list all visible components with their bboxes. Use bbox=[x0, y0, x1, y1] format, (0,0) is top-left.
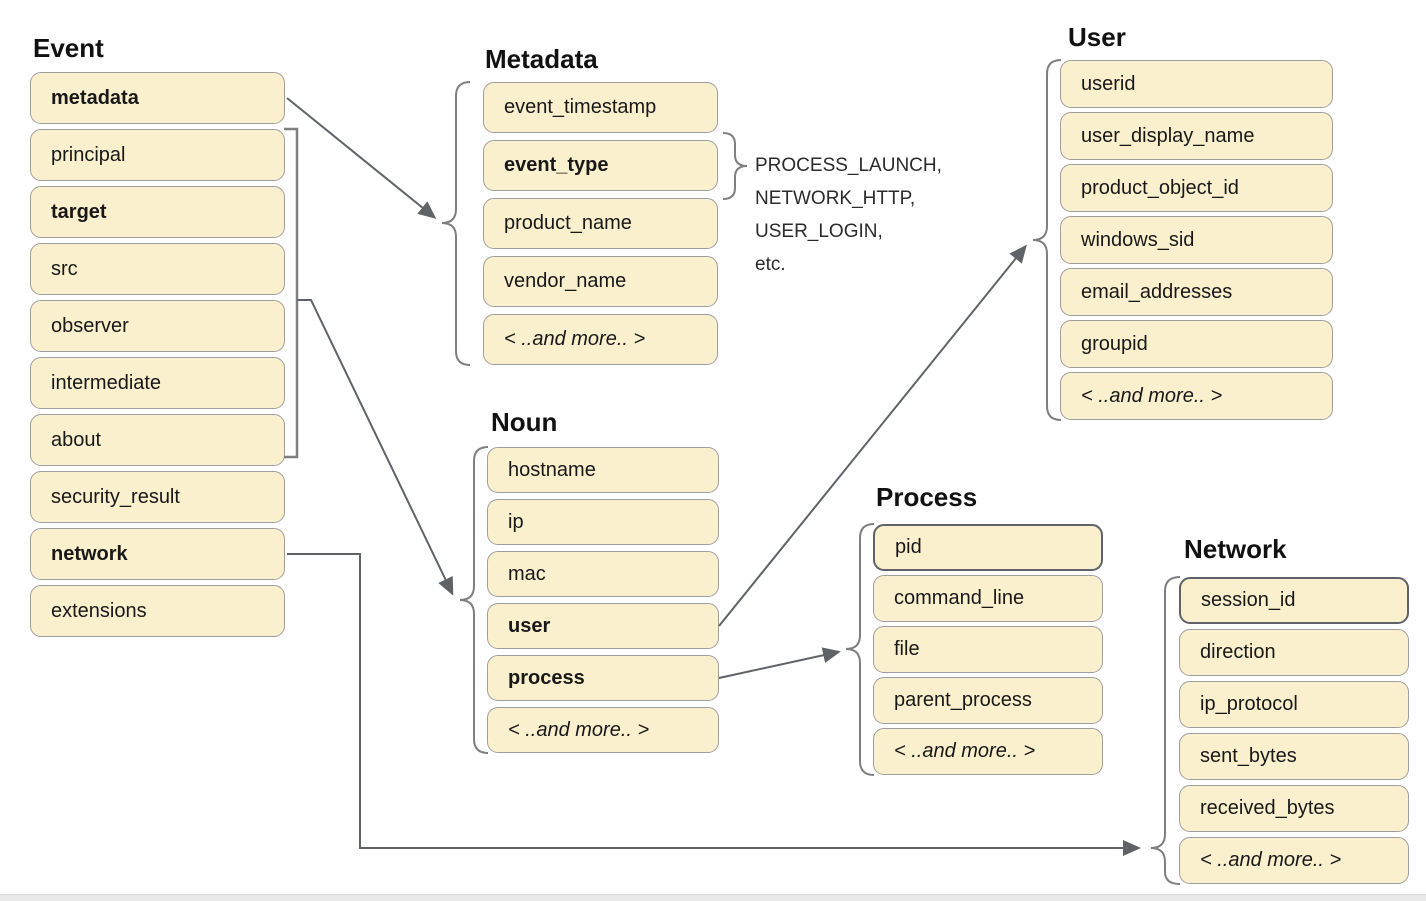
field-ip_protocol: ip_protocol bbox=[1179, 681, 1409, 728]
field-target: target bbox=[30, 186, 285, 238]
field-user_display_name: user_display_name bbox=[1060, 112, 1333, 160]
field-and-more: < ..and more.. > bbox=[487, 707, 719, 753]
field-groupid: groupid bbox=[1060, 320, 1333, 368]
field-windows_sid: windows_sid bbox=[1060, 216, 1333, 264]
field-observer: observer bbox=[30, 300, 285, 352]
event-noun-group-bracket bbox=[284, 127, 299, 459]
field-file: file bbox=[873, 626, 1103, 673]
field-direction: direction bbox=[1179, 629, 1409, 676]
metadata-group-title: Metadata bbox=[485, 44, 598, 74]
network-group-brace bbox=[1150, 576, 1181, 885]
field-session_id: session_id bbox=[1179, 577, 1409, 624]
field-command_line: command_line bbox=[873, 575, 1103, 622]
field-email_addresses: email_addresses bbox=[1060, 268, 1333, 316]
noun-group-brace bbox=[459, 446, 489, 754]
field-vendor_name: vendor_name bbox=[483, 256, 718, 307]
field-event_timestamp: event_timestamp bbox=[483, 82, 718, 133]
event-type-enum-line: USER_LOGIN, bbox=[755, 221, 883, 242]
field-network: network bbox=[30, 528, 285, 580]
arrow-event-bracket-to-noun-group bbox=[297, 299, 454, 596]
field-process: process bbox=[487, 655, 719, 701]
event-type-enum-line: PROCESS_LAUNCH, bbox=[755, 155, 942, 176]
arrow-process-to-process-group bbox=[718, 647, 841, 679]
field-and-more: < ..and more.. > bbox=[483, 314, 718, 365]
field-about: about bbox=[30, 414, 285, 466]
noun-group-title: Noun bbox=[491, 407, 558, 437]
field-product_name: product_name bbox=[483, 198, 718, 249]
field-parent_process: parent_process bbox=[873, 677, 1103, 724]
field-userid: userid bbox=[1060, 60, 1333, 108]
event-type-enum-line: etc. bbox=[755, 254, 786, 275]
user-group-brace bbox=[1032, 59, 1062, 421]
field-mac: mac bbox=[487, 551, 719, 597]
field-sent_bytes: sent_bytes bbox=[1179, 733, 1409, 780]
network-group-title: Network bbox=[1184, 534, 1287, 564]
arrow-metadata-to-metadata-group bbox=[286, 97, 437, 219]
field-metadata: metadata bbox=[30, 72, 285, 124]
event-group-title: Event bbox=[33, 33, 104, 63]
event-type-enum-brace bbox=[722, 132, 748, 200]
process-group-brace bbox=[845, 523, 875, 776]
field-pid: pid bbox=[873, 524, 1103, 571]
metadata-group-brace bbox=[441, 81, 471, 366]
event-type-enum-values: PROCESS_LAUNCH, NETWORK_HTTP, USER_LOGIN… bbox=[755, 149, 942, 281]
field-extensions: extensions bbox=[30, 585, 285, 637]
event-type-enum-line: NETWORK_HTTP, bbox=[755, 188, 916, 209]
user-group-title: User bbox=[1068, 22, 1126, 52]
field-src: src bbox=[30, 243, 285, 295]
field-event_type: event_type bbox=[483, 140, 718, 191]
field-product_object_id: product_object_id bbox=[1060, 164, 1333, 212]
field-received_bytes: received_bytes bbox=[1179, 785, 1409, 832]
network-field-list: session_id direction ip_protocol sent_bytes… bbox=[1179, 577, 1409, 884]
field-principal: principal bbox=[30, 129, 285, 181]
field-hostname: hostname bbox=[487, 447, 719, 493]
field-security_result: security_result bbox=[30, 471, 285, 523]
field-and-more: < ..and more.. > bbox=[1179, 837, 1409, 884]
field-intermediate: intermediate bbox=[30, 357, 285, 409]
process-group-title: Process bbox=[876, 482, 978, 512]
field-user: user bbox=[487, 603, 719, 649]
horizontal-scrollbar-track[interactable] bbox=[0, 894, 1426, 901]
field-ip: ip bbox=[487, 499, 719, 545]
field-and-more: < ..and more.. > bbox=[873, 728, 1103, 775]
noun-field-list: hostname ip mac user process < ..and more.. > bbox=[487, 447, 719, 753]
field-and-more: < ..and more.. > bbox=[1060, 372, 1333, 420]
